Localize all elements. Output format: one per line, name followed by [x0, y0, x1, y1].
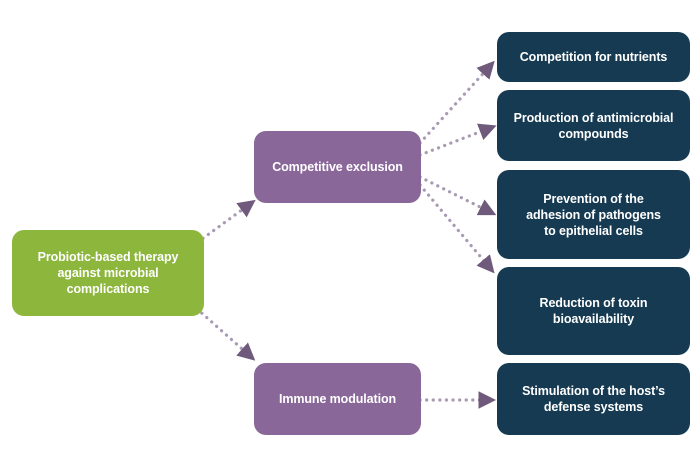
effect-label: Stimulation of the host’s defense system… — [522, 384, 665, 414]
root-node: Probiotic-based therapy against microbia… — [12, 230, 204, 316]
effect-label: Production of antimicrobial compounds — [513, 110, 674, 141]
effect-production-of-antimicrobial-compounds: Production of antimicrobial compounds — [497, 90, 690, 161]
mechanism-immune-modulation: Immune modulation — [254, 363, 421, 435]
effect-stimulation-of-host-defense: Stimulation of the host’s defense system… — [497, 363, 690, 435]
arrow-to-competition-for-nutrients — [418, 60, 495, 145]
effect-reduction-of-toxin-bioavailability: Reduction of toxin bioavailability — [497, 267, 690, 355]
mechanism-competitive-exclusion: Competitive exclusion — [254, 131, 421, 203]
arrow-to-prevention-of-adhesion — [418, 175, 497, 216]
arrow-to-production-of-antimicrobial-compounds — [418, 123, 497, 157]
effect-label: Prevention of the adhesion of pathogens … — [526, 191, 661, 238]
effect-prevention-of-adhesion: Prevention of the adhesion of pathogens … — [497, 170, 690, 259]
arrow-to-reduction-of-toxin — [418, 183, 495, 274]
effect-label: Reduction of toxin bioavailability — [539, 296, 648, 326]
effect-label: Competition for nutrients — [519, 50, 668, 64]
mechanism-label: Competitive exclusion — [272, 160, 403, 174]
mechanism-label: Immune modulation — [278, 392, 397, 406]
root-node-label: Probiotic-based therapy against microbia… — [37, 250, 179, 296]
effect-competition-for-nutrients: Competition for nutrients — [497, 32, 690, 82]
